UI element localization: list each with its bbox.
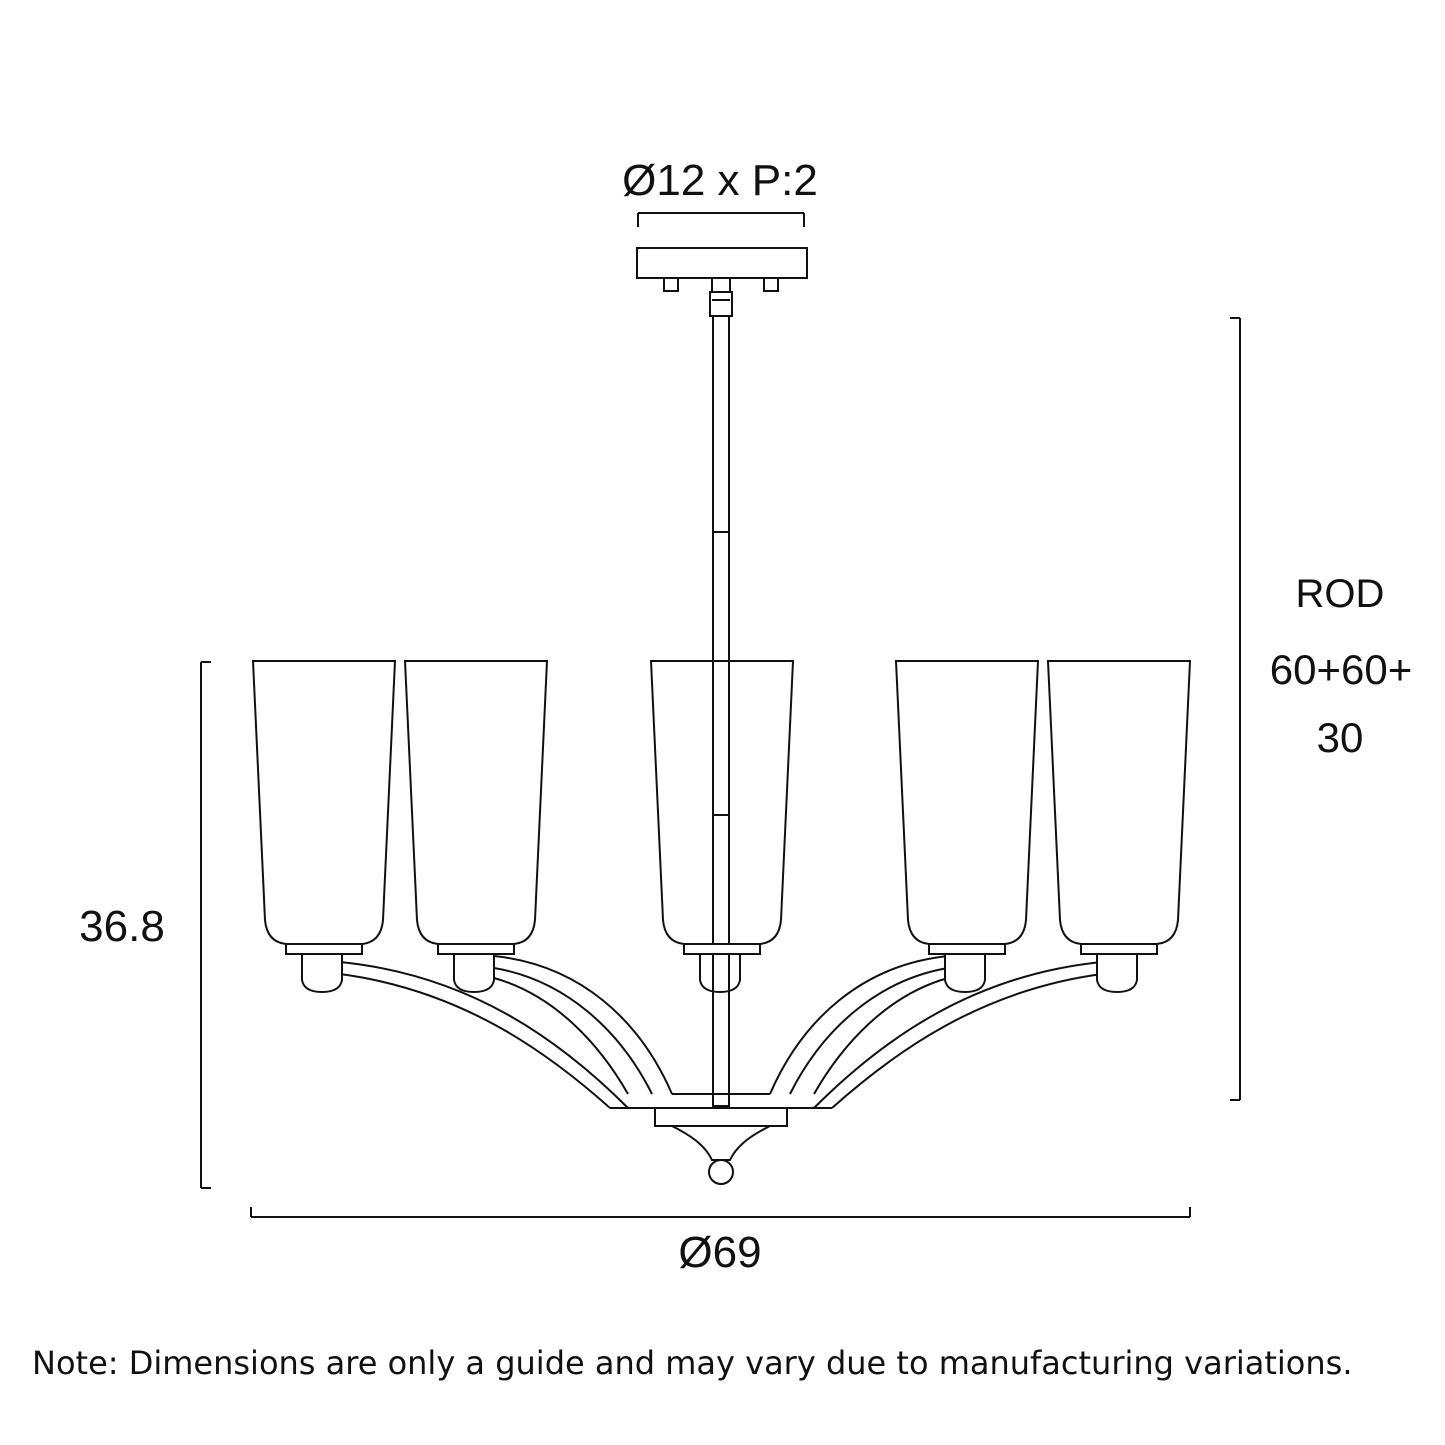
- shade-2: [405, 661, 547, 992]
- width-dimension-label: Ø69: [678, 1228, 762, 1277]
- rod-length-label-line2: 30: [1316, 714, 1364, 761]
- ceiling-canopy: [637, 248, 807, 316]
- width-dimension-line: [251, 1207, 1190, 1217]
- height-dimension-line: [201, 662, 211, 1188]
- central-body: [655, 1108, 787, 1184]
- height-dimension-label: 36.8: [79, 902, 165, 951]
- shade-4: [896, 661, 1038, 992]
- rod: [713, 316, 729, 1106]
- mount-dimension-label: Ø12 x P:2: [622, 156, 818, 205]
- shade-1: [253, 661, 395, 992]
- rod-length-label-line1: 60+60+: [1269, 646, 1413, 693]
- disclaimer-note: Note: Dimensions are only a guide and ma…: [32, 1344, 1353, 1382]
- shade-3: [651, 661, 793, 992]
- shade-5: [1048, 661, 1190, 992]
- rod-dimension-line: [1230, 318, 1240, 1100]
- mount-dimension-bracket: [638, 213, 804, 227]
- rod-title-label: ROD: [1295, 572, 1385, 616]
